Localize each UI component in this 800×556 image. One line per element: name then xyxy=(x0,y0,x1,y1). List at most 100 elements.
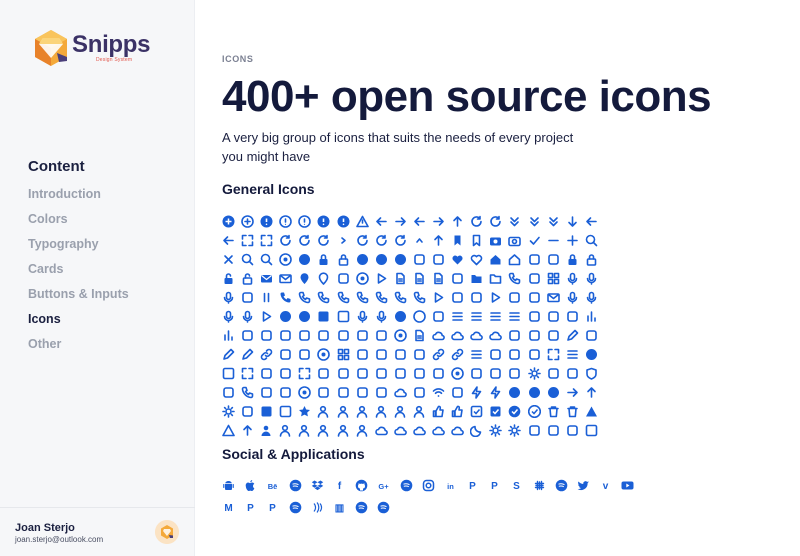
skype-icon[interactable]: S xyxy=(510,479,523,492)
behance-icon[interactable]: Bē xyxy=(266,479,279,492)
share-2-icon[interactable] xyxy=(566,367,579,380)
video-icon[interactable] xyxy=(528,291,541,304)
trash-icon[interactable] xyxy=(547,405,560,418)
tablet-icon[interactable] xyxy=(260,386,273,399)
image-icon[interactable] xyxy=(528,272,541,285)
move-icon[interactable] xyxy=(298,367,311,380)
wifi-icon[interactable] xyxy=(432,386,445,399)
tag-icon[interactable] xyxy=(279,386,292,399)
sidebar-icon[interactable] xyxy=(222,386,235,399)
hash-icon[interactable] xyxy=(356,348,369,361)
shopify-icon[interactable] xyxy=(289,501,302,514)
volume-x-icon[interactable] xyxy=(241,310,254,323)
search-icon[interactable] xyxy=(585,234,598,247)
activity-icon[interactable] xyxy=(432,310,445,323)
pause-circle-icon[interactable] xyxy=(508,386,521,399)
thumbs-down-icon[interactable] xyxy=(451,405,464,418)
home-icon[interactable] xyxy=(489,253,502,266)
bluetooth-icon[interactable] xyxy=(279,329,292,342)
close-icon[interactable] xyxy=(222,253,235,266)
map-pin-icon[interactable] xyxy=(317,272,330,285)
shuffle-icon[interactable] xyxy=(394,234,407,247)
info-filled-icon[interactable] xyxy=(528,253,541,266)
instagram-icon[interactable] xyxy=(422,479,435,492)
link-2-icon[interactable] xyxy=(451,348,464,361)
check-square-icon[interactable] xyxy=(470,405,483,418)
bookmark-icon[interactable] xyxy=(451,234,464,247)
grid-icon[interactable] xyxy=(337,348,350,361)
arrow-up-circle-icon[interactable] xyxy=(585,386,598,399)
monitor-icon[interactable] xyxy=(260,367,273,380)
lock-icon[interactable] xyxy=(585,253,598,266)
alert-triangle-filled-icon[interactable] xyxy=(337,215,350,228)
phone-outgoing-icon[interactable] xyxy=(413,291,426,304)
arrow-up-circle-2-icon[interactable] xyxy=(241,424,254,437)
facebook-icon[interactable]: f xyxy=(333,479,346,492)
arrow-up-right-icon[interactable] xyxy=(432,234,445,247)
rotate-ccw-icon[interactable] xyxy=(356,234,369,247)
chevrons-down-icon[interactable] xyxy=(508,215,521,228)
spotify-icon[interactable] xyxy=(555,479,568,492)
chevrons-left-icon[interactable] xyxy=(528,215,541,228)
triangle-filled-icon[interactable] xyxy=(585,405,598,418)
camera-filled-icon[interactable] xyxy=(489,234,502,247)
user-plus-2-icon[interactable] xyxy=(317,424,330,437)
calendar-icon[interactable] xyxy=(356,329,369,342)
circle-filled-icon[interactable] xyxy=(298,253,311,266)
shield-icon[interactable] xyxy=(585,367,598,380)
check-square-filled-icon[interactable] xyxy=(489,405,502,418)
briefcase-icon[interactable] xyxy=(337,329,350,342)
hangouts-icon[interactable] xyxy=(400,479,413,492)
smartphone-icon[interactable] xyxy=(241,386,254,399)
arrow-corner-left-up-icon[interactable] xyxy=(413,215,426,228)
chevron-up-icon[interactable] xyxy=(413,234,426,247)
heart-icon[interactable] xyxy=(451,253,464,266)
redo-icon[interactable] xyxy=(489,215,502,228)
google-plus-icon[interactable]: G+ xyxy=(377,479,390,492)
align-left-icon[interactable] xyxy=(489,310,502,323)
film-icon[interactable] xyxy=(451,272,464,285)
map-pin-filled-icon[interactable] xyxy=(298,272,311,285)
globe-icon[interactable] xyxy=(317,348,331,361)
anchor-icon[interactable] xyxy=(528,310,541,323)
phone-icon[interactable] xyxy=(298,291,311,304)
clipboard-icon[interactable] xyxy=(413,329,426,342)
avatar[interactable] xyxy=(155,520,179,544)
cloud-rain-icon[interactable] xyxy=(394,424,407,437)
shuffle-arrows-icon[interactable] xyxy=(317,234,330,247)
minus-square-icon[interactable] xyxy=(337,310,350,323)
users-2-icon[interactable] xyxy=(356,424,369,437)
minus-square-filled-icon[interactable] xyxy=(317,310,330,323)
clock-filled-icon[interactable] xyxy=(317,253,330,266)
printer-icon[interactable] xyxy=(432,367,445,380)
upload-cloud-icon[interactable] xyxy=(394,386,407,399)
bell-outline-icon[interactable] xyxy=(375,310,388,323)
user-profile[interactable]: Joan Sterjo joan.sterjo@outlook.com xyxy=(0,507,195,556)
home-outline-icon[interactable] xyxy=(508,253,521,266)
radio-2-icon[interactable] xyxy=(451,367,464,380)
skip-forward-icon[interactable] xyxy=(489,291,502,304)
alert-octagon-filled-icon[interactable] xyxy=(317,215,330,228)
settings-icon[interactable] xyxy=(527,367,541,380)
file-plus-icon[interactable] xyxy=(432,272,445,285)
mail-filled-icon[interactable] xyxy=(260,272,273,285)
folder-icon[interactable] xyxy=(489,272,502,285)
music-icon[interactable] xyxy=(241,291,254,304)
at-sign-icon[interactable] xyxy=(547,310,560,323)
sun-2-icon[interactable] xyxy=(489,424,503,437)
contactless-icon[interactable] xyxy=(311,501,324,514)
minimize-2-icon[interactable] xyxy=(241,367,254,380)
package-icon[interactable] xyxy=(356,367,369,380)
paypal-icon[interactable]: P xyxy=(466,479,479,492)
volume-2-icon[interactable] xyxy=(222,310,235,323)
skip-back-icon[interactable] xyxy=(470,291,483,304)
square-filled-icon[interactable] xyxy=(260,405,273,418)
cloud-off-icon[interactable] xyxy=(470,329,484,342)
phone-call-icon[interactable] xyxy=(317,291,330,304)
sidebar-item-buttons-inputs[interactable]: Buttons & Inputs xyxy=(28,287,129,301)
thumbs-up-icon[interactable] xyxy=(432,405,445,418)
chevron-right-icon[interactable] xyxy=(337,234,350,247)
x-circle-icon[interactable] xyxy=(375,253,388,266)
arrow-right-circle-icon[interactable] xyxy=(566,386,579,399)
battery-icon[interactable] xyxy=(241,329,254,342)
